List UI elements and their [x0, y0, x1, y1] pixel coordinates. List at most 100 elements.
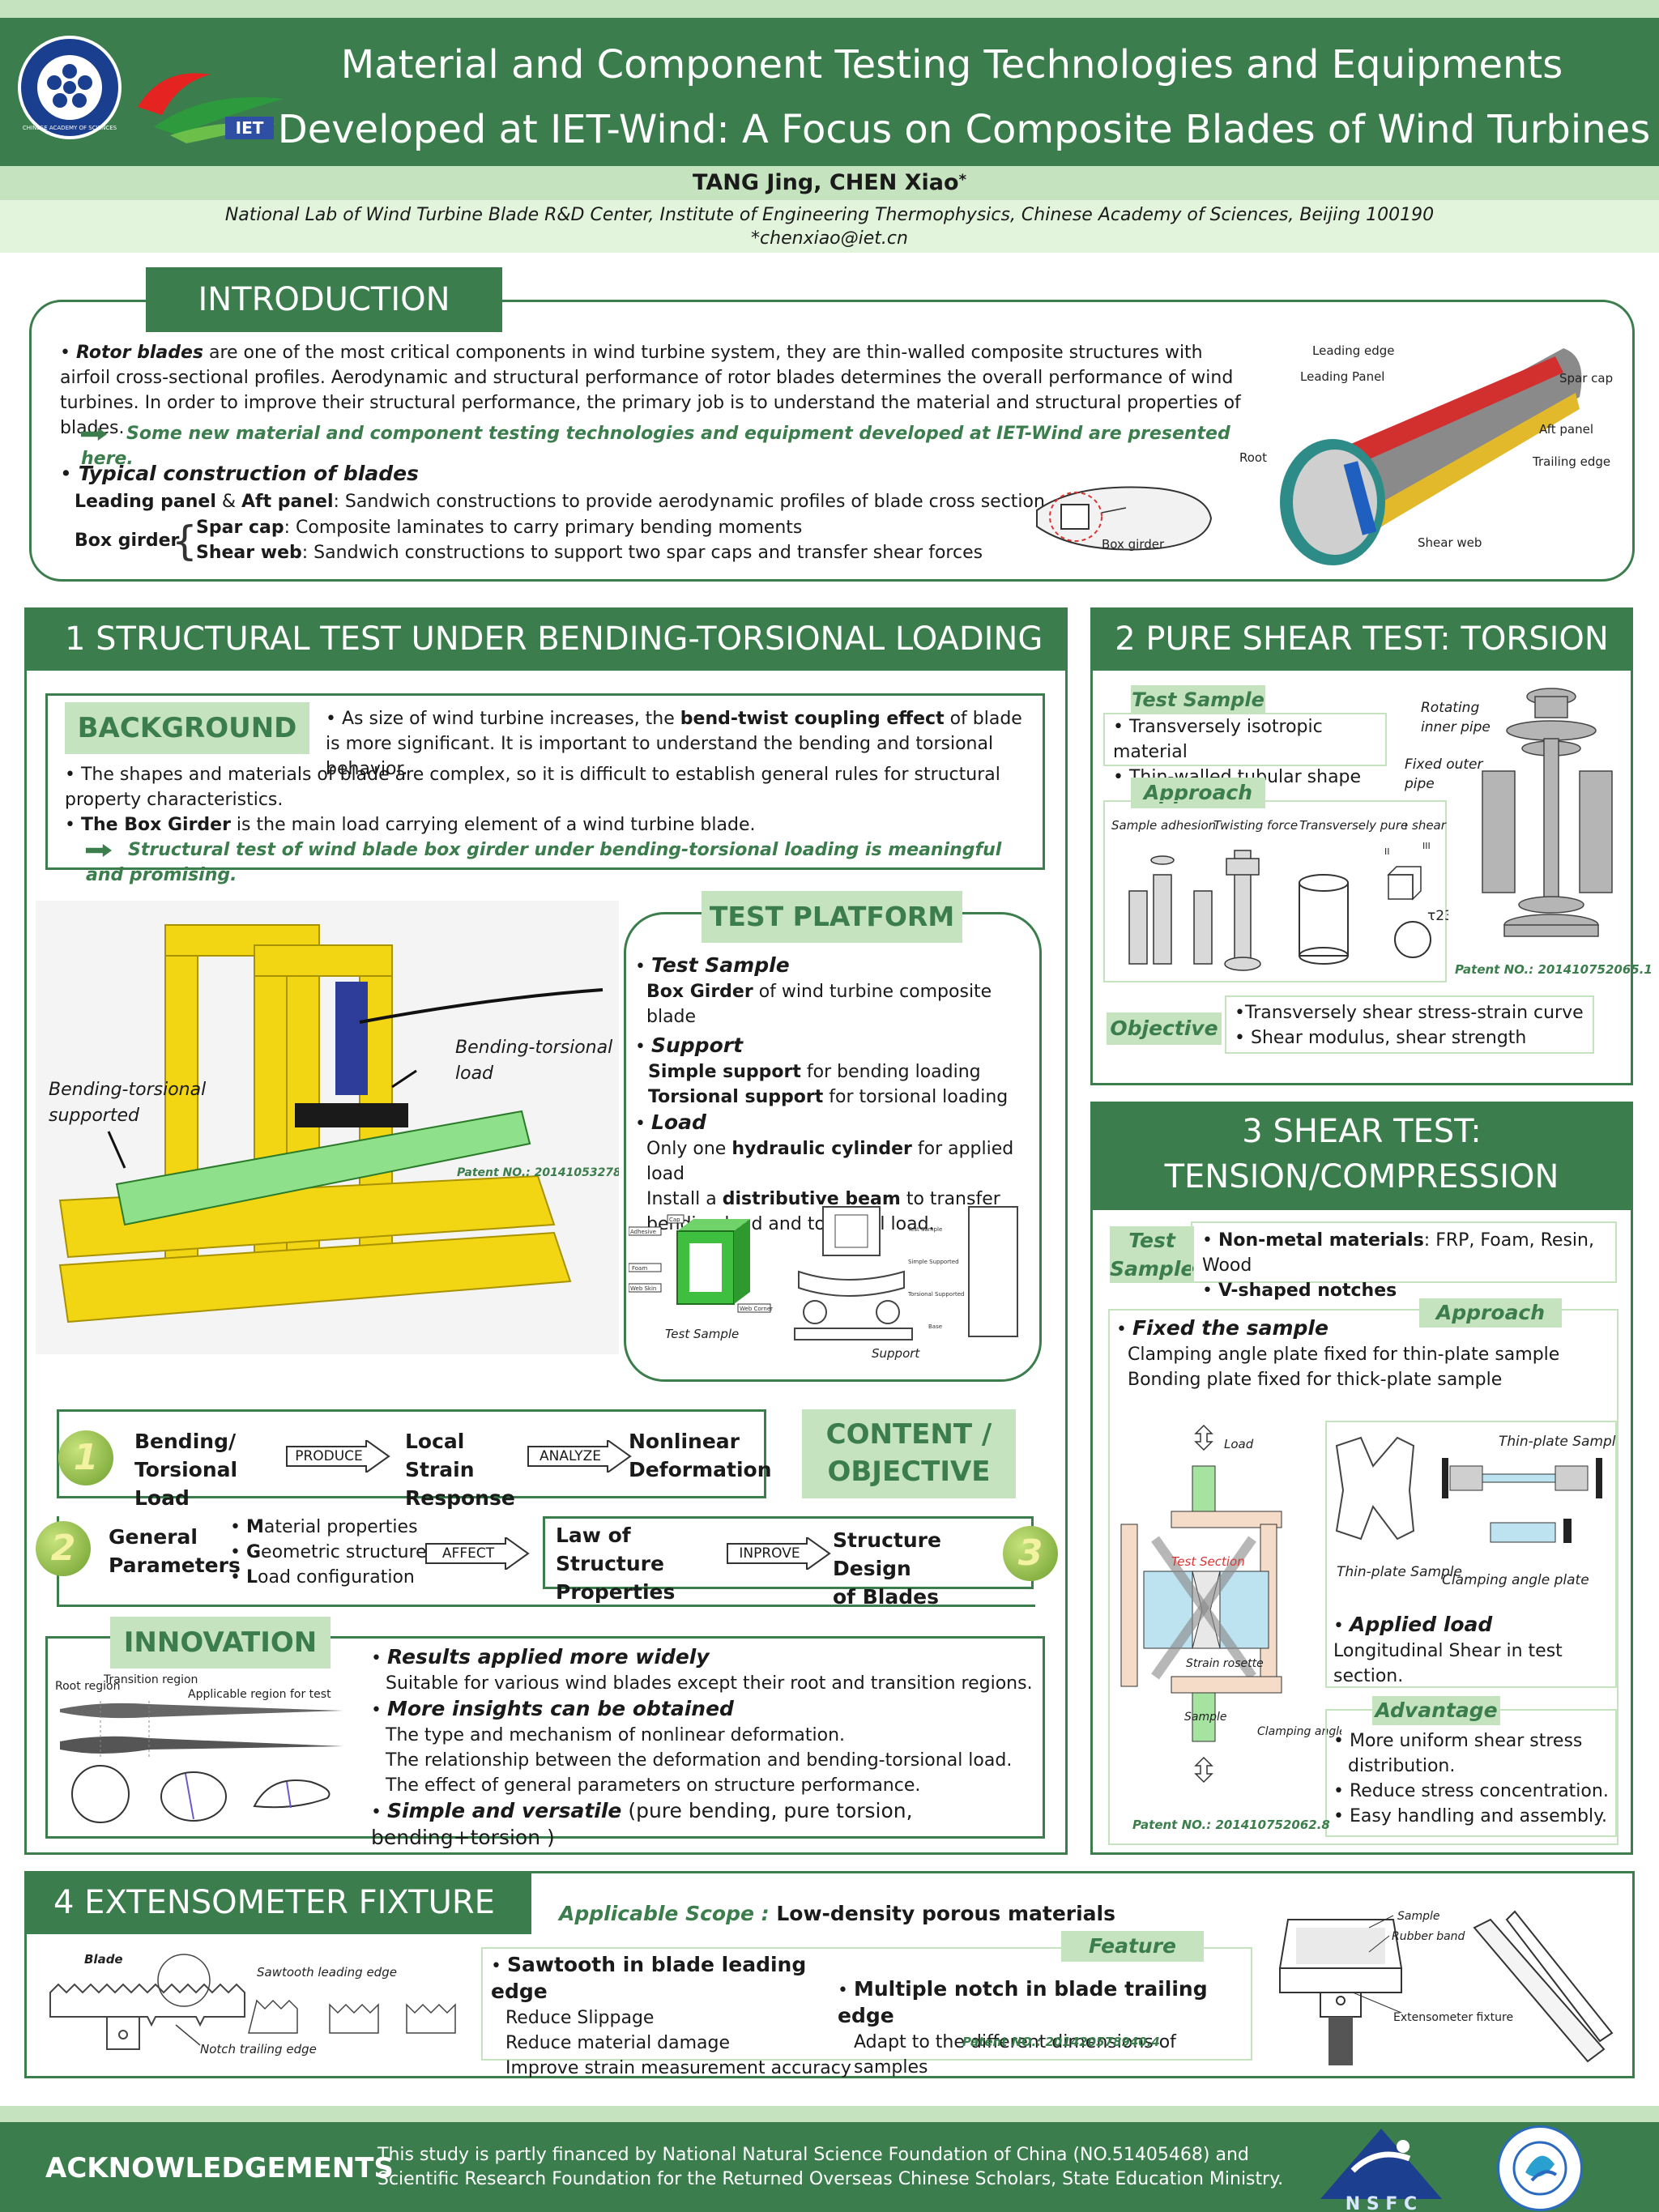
- s2-sample-tag: Test Sample: [1131, 685, 1265, 714]
- title-line-2: Developed at IET-Wind: A Focus on Compos…: [277, 107, 1651, 152]
- svg-text:N S F C: N S F C: [1346, 2194, 1417, 2212]
- flow1-a: Bending/ Torsional Load: [134, 1430, 238, 1510]
- platform-text: • Test Sample Box Girder of wind turbine…: [635, 953, 1014, 1234]
- svg-text:Test Section: Test Section: [1171, 1554, 1245, 1569]
- ack-stripe: [0, 2106, 1659, 2122]
- content-objective-tag: CONTENT / OBJECTIVE: [802, 1409, 1016, 1498]
- iet-logo: IET: [130, 58, 292, 147]
- flow1-arrow-1: PRODUCE: [285, 1438, 390, 1474]
- flow2-b: Law of Structure Properties: [556, 1524, 676, 1604]
- fig-box-girder-label: Box girder: [1102, 537, 1165, 552]
- svg-text:Extensometer fixture: Extensometer fixture: [1393, 2011, 1513, 2024]
- svg-text:Adhesive: Adhesive: [630, 1229, 656, 1235]
- svg-text:Web Skin: Web Skin: [630, 1285, 656, 1292]
- s2-sample-box: • Transversely isotropic material • Thin…: [1103, 713, 1387, 787]
- s1-patent: Patent NO.: 201410532785.7: [457, 1166, 619, 1179]
- svg-text:Sample: Sample: [1397, 1910, 1440, 1923]
- authors: TANG Jing, CHEN Xiao: [693, 170, 959, 195]
- svg-text:Twisting force: Twisting force: [1213, 818, 1298, 833]
- ack-text: This study is partly financed by Nationa…: [377, 2145, 1284, 2189]
- intro-arrow-text: Some new material and component testing …: [81, 424, 1230, 469]
- s3-sample-box: • Non-metal materials: FRP, Foam, Resin,…: [1191, 1221, 1617, 1301]
- nsfc-logo: N S F C: [1312, 2122, 1450, 2212]
- s3-patent: Patent NO.: 201410752062.8: [1132, 1818, 1330, 1832]
- s2-heading: 2 PURE SHEAR TEST: TORSION: [1090, 607, 1633, 671]
- innovation-text: • Results applied more widely Suitable f…: [371, 1645, 1033, 1849]
- innovation-box: [45, 1636, 1045, 1839]
- s3-heading: 3 SHEAR TEST: TENSION/COMPRESSION: [1090, 1102, 1633, 1210]
- svg-text:Torsional Supported: Torsional Supported: [907, 1291, 964, 1298]
- svg-text:Sawtooth leading edge: Sawtooth leading edge: [257, 1965, 397, 1980]
- innovation-tag: INNOVATION: [110, 1617, 331, 1669]
- svg-text:Root region: Root region: [55, 1680, 120, 1693]
- blade-section-figure: Leading edge Leading Panel Spar cap Aft …: [1231, 332, 1628, 575]
- s4-feature-1: • Sawtooth in blade leading edge Reduce …: [491, 1953, 851, 2078]
- title-line-1: Material and Component Testing Technolog…: [340, 42, 1563, 87]
- flow2-list: • Material properties • Geometric struct…: [230, 1517, 427, 1588]
- svg-text:Aft panel: Aft panel: [1539, 422, 1593, 437]
- flow-row-1-box: [57, 1409, 766, 1498]
- iet-logo-text: IET: [236, 118, 264, 138]
- s3-advantage-tag: Advantage: [1372, 1696, 1500, 1725]
- s2-patent: Patent NO.: 201410752065.1: [1455, 962, 1653, 977]
- s4-feature-tag: Feature: [1061, 1931, 1204, 1962]
- brace-icon: {: [172, 518, 198, 565]
- s4-feature-box: [481, 1947, 1252, 2061]
- cas-logo-text: CHINESE ACADEMY OF SCIENCES: [23, 125, 117, 131]
- rig-label-load: Bending-torsional load: [455, 1038, 613, 1084]
- svg-text:Web Corner: Web Corner: [740, 1306, 773, 1312]
- shear-line: Shear web: Sandwich constructions to sup…: [196, 543, 983, 563]
- scholars-logo: [1497, 2125, 1583, 2211]
- s2-objective-tag: Objective: [1107, 1012, 1222, 1045]
- svg-text:Blade: Blade: [84, 1952, 123, 1967]
- box-girder-label: Box girder: [75, 531, 180, 551]
- flow1-c: Nonlinear Deformation: [629, 1430, 772, 1481]
- affiliation: National Lab of Wind Turbine Blade R&D C…: [224, 205, 1435, 225]
- svg-text:Test Sample: Test Sample: [665, 1327, 739, 1341]
- panels-line: Leading panel & Aft panel: Sandwich cons…: [75, 492, 1045, 512]
- box-girder-figure: Box girder: [1029, 474, 1223, 563]
- flow2-a: General Parameters: [109, 1525, 241, 1577]
- flow1-b: Local Strain Response: [405, 1430, 515, 1510]
- flow1-arrow-2: ANALYZE: [527, 1438, 632, 1474]
- top-stripe: [0, 0, 1659, 18]
- svg-text:Applicable region for test: Applicable region for test: [188, 1688, 331, 1701]
- s4-patent: Patent NO.: 201420578940.4: [962, 2035, 1160, 2049]
- rotor-text: are one of the most critical components …: [60, 343, 1241, 438]
- s3-advantage-list: • More uniform shear stress distribution…: [1333, 1731, 1609, 1826]
- svg-text:Sample: Sample: [1184, 1711, 1227, 1724]
- platform-figure: Cap Adhesive Foam Web Skin Web Corner Te…: [628, 1199, 1037, 1361]
- s3-plate-figure: Thin-plate Sample Thin-plate Sample Clam…: [1328, 1426, 1624, 1596]
- intro-rotor-para: • Rotor blades are one of the most criti…: [60, 343, 1241, 438]
- svg-text:Strain rosette: Strain rosette: [1186, 1657, 1264, 1670]
- num-badge-3: 3: [1003, 1526, 1058, 1581]
- s3-applied-text: • Applied load Longitudinal Shear in tes…: [1333, 1613, 1563, 1686]
- title-banner: CHINESE ACADEMY OF SCIENCES IET Material…: [0, 18, 1659, 166]
- authors-bar: TANG Jing, CHEN Xiao*: [0, 166, 1659, 200]
- typical-heading: • Typical construction of blades: [60, 462, 419, 485]
- svg-text:Spar cap: Spar cap: [1559, 371, 1613, 386]
- bg-bullet-2: • The shapes and materials of blade are …: [65, 765, 1000, 810]
- s3-sample-tag: Test Sample: [1110, 1226, 1194, 1283]
- svg-text:τ23: τ23: [1427, 908, 1448, 924]
- s3-fixed-text: • Fixed the sample Clamping angle plate …: [1116, 1316, 1560, 1390]
- svg-text:I: I: [1405, 821, 1407, 832]
- background-tag: BACKGROUND: [65, 702, 309, 754]
- svg-text:Support: Support: [872, 1346, 920, 1361]
- svg-text:Shear web: Shear web: [1418, 535, 1482, 550]
- num-badge-2: 2: [36, 1521, 91, 1576]
- svg-text:Transversely pure shear: Transversely pure shear: [1299, 818, 1447, 833]
- s1-heading: 1 STRUCTURAL TEST UNDER BENDING-TORSIONA…: [24, 607, 1068, 671]
- svg-text:Base: Base: [928, 1323, 942, 1330]
- flow2-arrow-1: AFFECT: [424, 1536, 530, 1571]
- rotor-lead: Rotor blades: [75, 343, 203, 363]
- arrow-right-icon: [81, 428, 107, 441]
- svg-text:II: II: [1384, 846, 1390, 857]
- svg-text:Root: Root: [1239, 450, 1267, 465]
- arrow-right-icon: [86, 844, 112, 857]
- num-badge-1: 1: [58, 1430, 113, 1485]
- s2-objective-box: •Transversely shear stress-strain curve …: [1225, 995, 1594, 1054]
- svg-text:Leading edge: Leading edge: [1312, 343, 1395, 358]
- s2-fig-rotating: Rotating inner pipe: [1421, 700, 1491, 735]
- svg-text:Notch trailing edge: Notch trailing edge: [200, 2042, 317, 2056]
